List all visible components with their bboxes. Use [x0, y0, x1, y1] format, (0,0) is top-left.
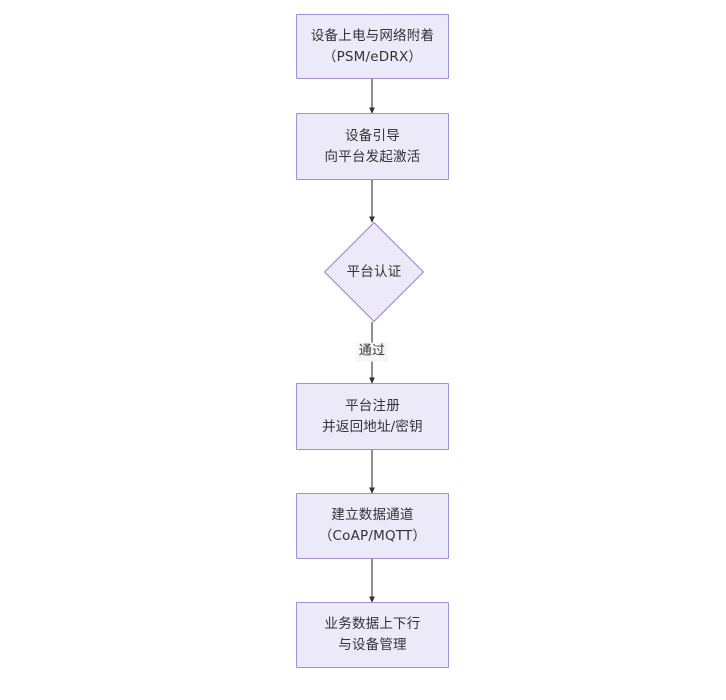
node-line-primary: 平台注册: [345, 397, 400, 414]
node-line-secondary: 与设备管理: [338, 637, 407, 653]
node-line-primary: 设备引导: [345, 127, 400, 144]
edge-label-pass: 通过: [355, 342, 389, 362]
node-platform-authentication[interactable]: 平台认证: [324, 222, 424, 322]
node-line-primary: 业务数据上下行: [324, 616, 421, 633]
node-device-bootstrap[interactable]: 设备引导 向平台发起激活: [296, 113, 449, 180]
node-line-primary: 建立数据通道: [331, 507, 414, 524]
node-line-primary: 设备上电与网络附着: [310, 27, 435, 44]
node-line-primary: 平台认证: [346, 263, 402, 280]
node-business-data[interactable]: 业务数据上下行 与设备管理: [296, 602, 449, 668]
node-data-channel[interactable]: 建立数据通道 （CoAP/MQTT）: [296, 493, 449, 559]
node-line-secondary: 向平台发起激活: [324, 148, 421, 165]
node-line-secondary: 并返回地址/密钥: [322, 418, 423, 435]
node-line-secondary: （PSM/eDRX）: [322, 48, 423, 65]
node-platform-registration[interactable]: 平台注册 并返回地址/密钥: [296, 383, 449, 450]
diamond-icon: [324, 222, 424, 322]
node-line-secondary: （CoAP/MQTT）: [318, 528, 427, 544]
node-device-poweron[interactable]: 设备上电与网络附着 （PSM/eDRX）: [296, 14, 449, 79]
